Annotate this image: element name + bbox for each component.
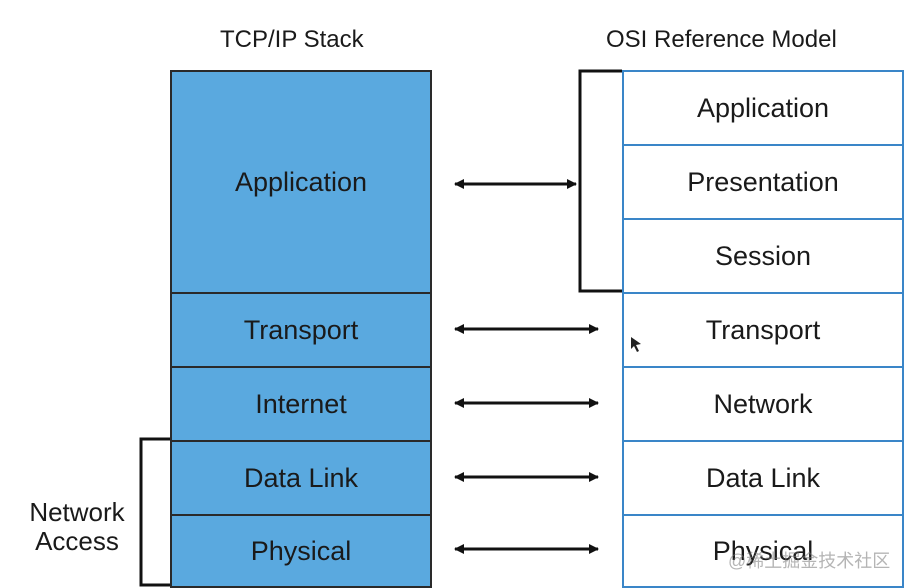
osi-layer-network: Network <box>622 366 904 442</box>
osi-layer-presentation: Presentation <box>622 144 904 220</box>
tcp-layer-transport: Transport <box>170 292 432 368</box>
watermark: @稀土掘金技术社区 <box>728 551 891 571</box>
network-access-bracket <box>139 437 170 587</box>
network-access-label: Network Access <box>18 498 136 556</box>
tcp-stack-title: TCP/IP Stack <box>220 26 364 53</box>
network-access-label-line2: Access <box>35 526 119 556</box>
tcp-layer-application: Application <box>170 70 432 294</box>
tcp-layer-data-link: Data Link <box>170 440 432 516</box>
osi-layer-transport: Transport <box>622 292 904 368</box>
osi-layer-physical: Physical <box>622 514 904 588</box>
cursor-icon <box>631 337 641 352</box>
network-access-label-line1: Network <box>29 497 125 527</box>
osi-layer-data-link: Data Link <box>622 440 904 516</box>
tcp-layer-physical: Physical <box>170 514 432 588</box>
osi-upper-layers-bracket <box>578 69 622 293</box>
osi-model-title: OSI Reference Model <box>606 26 837 53</box>
osi-layer-application: Application <box>622 70 904 146</box>
